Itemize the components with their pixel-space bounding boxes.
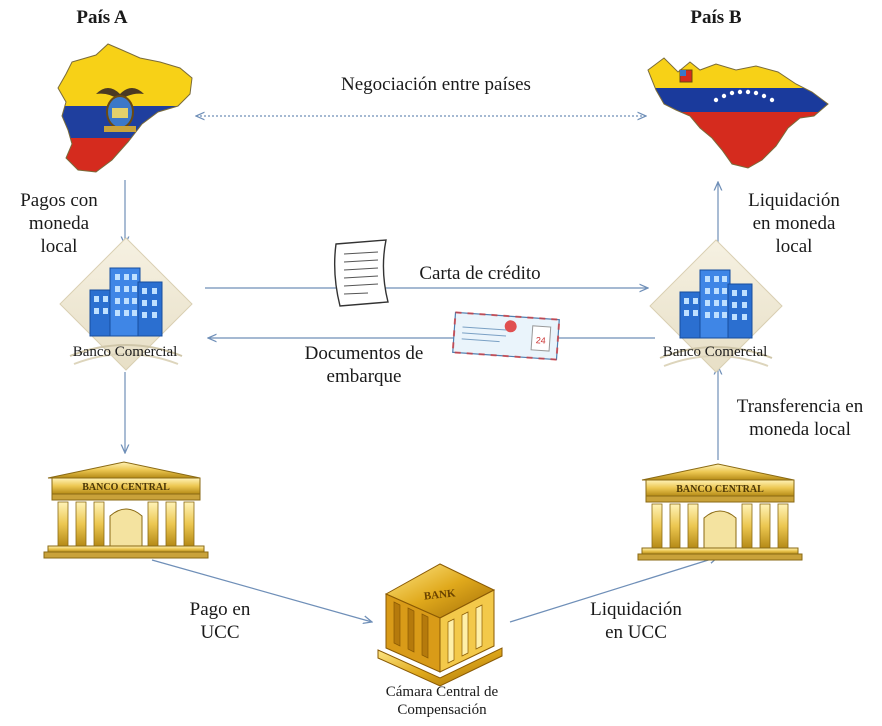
commercial-bank-a-label: Banco Comercial: [72, 344, 178, 360]
map-b-red-band: [648, 112, 828, 168]
venezuela-map-icon: [647, 57, 829, 169]
clearing-house-sign: BANK: [423, 587, 456, 602]
country-b-title: País B: [690, 7, 742, 28]
flow-arrows: [125, 116, 718, 622]
document-icon: [333, 239, 389, 307]
venezuela-crest-icon: [679, 69, 693, 83]
central-bank-a-icon: BANCO CENTRAL: [43, 461, 209, 559]
shipping-docs-label: Documentos de embarque: [304, 343, 424, 387]
commercial-bank-b-icon: [649, 239, 783, 373]
office-building-icon: [679, 269, 753, 339]
central-bank-b-sign: BANCO CENTRAL: [676, 484, 764, 495]
central-bank-a-sign: BANCO CENTRAL: [82, 482, 170, 493]
payment-ucc-arrow: [151, 559, 372, 622]
negotiation-label: Negociación entre países: [341, 74, 531, 95]
stamp-number: 24: [535, 335, 546, 346]
payment-ucc-label: Pago en UCC: [189, 599, 251, 643]
settlement-ucc-arrow: [509, 557, 718, 623]
clearing-house-label: Cámara Central de Compensación: [385, 684, 499, 718]
clearing-house-icon: BANK: [377, 563, 503, 687]
ecuador-map-icon: [57, 43, 193, 173]
star-arc-icon: [713, 89, 775, 103]
coat-of-arms-icon: [96, 88, 144, 132]
office-building-icon: [89, 267, 163, 337]
country-a-title: País A: [76, 7, 128, 28]
envelope-icon: 24: [451, 311, 561, 361]
central-bank-b-icon: BANCO CENTRAL: [637, 463, 803, 561]
commercial-bank-a-icon: [59, 237, 193, 371]
transfer-local-label: Transferencia en moneda local: [736, 396, 864, 440]
letter-of-credit-label: Carta de crédito: [419, 263, 541, 284]
commercial-bank-b-label: Banco Comercial: [662, 344, 768, 360]
settlement-ucc-label: Liquidación en UCC: [590, 599, 682, 643]
settlement-local-label: Liquidación en moneda local: [748, 190, 840, 257]
payments-local-label: Pagos con moneda local: [20, 190, 98, 257]
